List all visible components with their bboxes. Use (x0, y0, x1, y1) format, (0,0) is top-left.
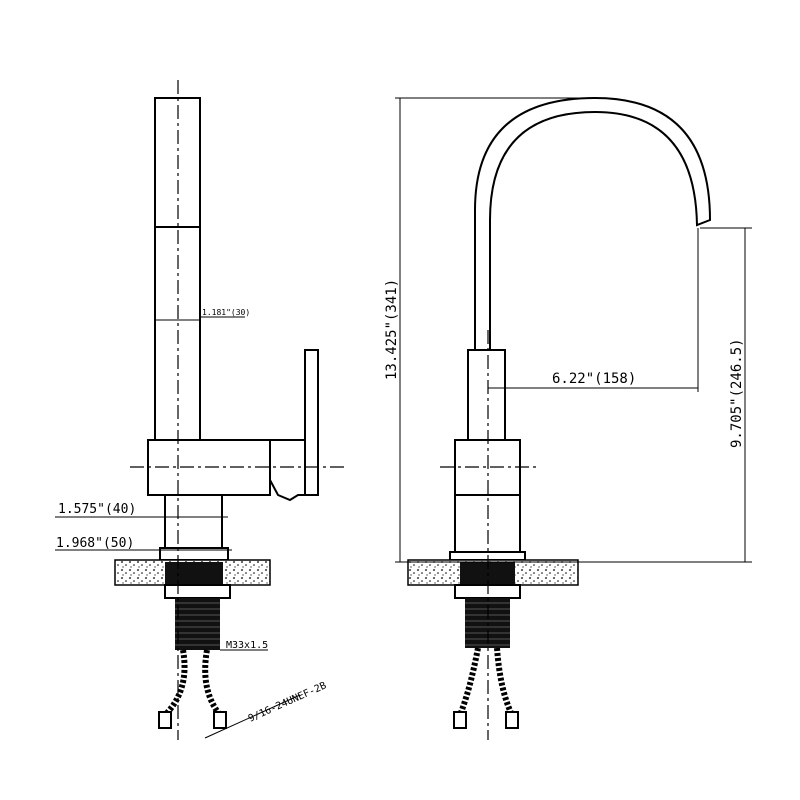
spout-base (467, 349, 506, 441)
dim-flange: 1.968"(50) (56, 536, 134, 551)
dim-spout-width: 1.181"(30) (202, 308, 250, 317)
mount-hole (165, 562, 223, 585)
dim-shank: 1.575"(40) (58, 502, 136, 517)
handle-lever (304, 349, 319, 496)
shank (164, 494, 223, 549)
dim-thread: M33x1.5 (226, 640, 268, 651)
front-view: 13.425"(341) 6.22"(158) 9.705"(246.5) (384, 96, 752, 740)
side-view: 1.181"(30) 1.575"(40) 1.968"(50) M33x1.5… (55, 80, 345, 740)
dim-spout-height: 9.705"(246.5) (729, 338, 745, 448)
hose-right (202, 649, 223, 717)
dim-total-height: 13.425"(341) (384, 279, 400, 380)
threaded-rod (175, 598, 220, 650)
hose-left (162, 649, 188, 718)
dim-hose-thread: 9/16-24UNEF-2B (247, 680, 328, 724)
gooseneck-spout (474, 96, 712, 440)
mount-nut (164, 584, 231, 599)
dim-reach: 6.22"(158) (552, 371, 636, 387)
